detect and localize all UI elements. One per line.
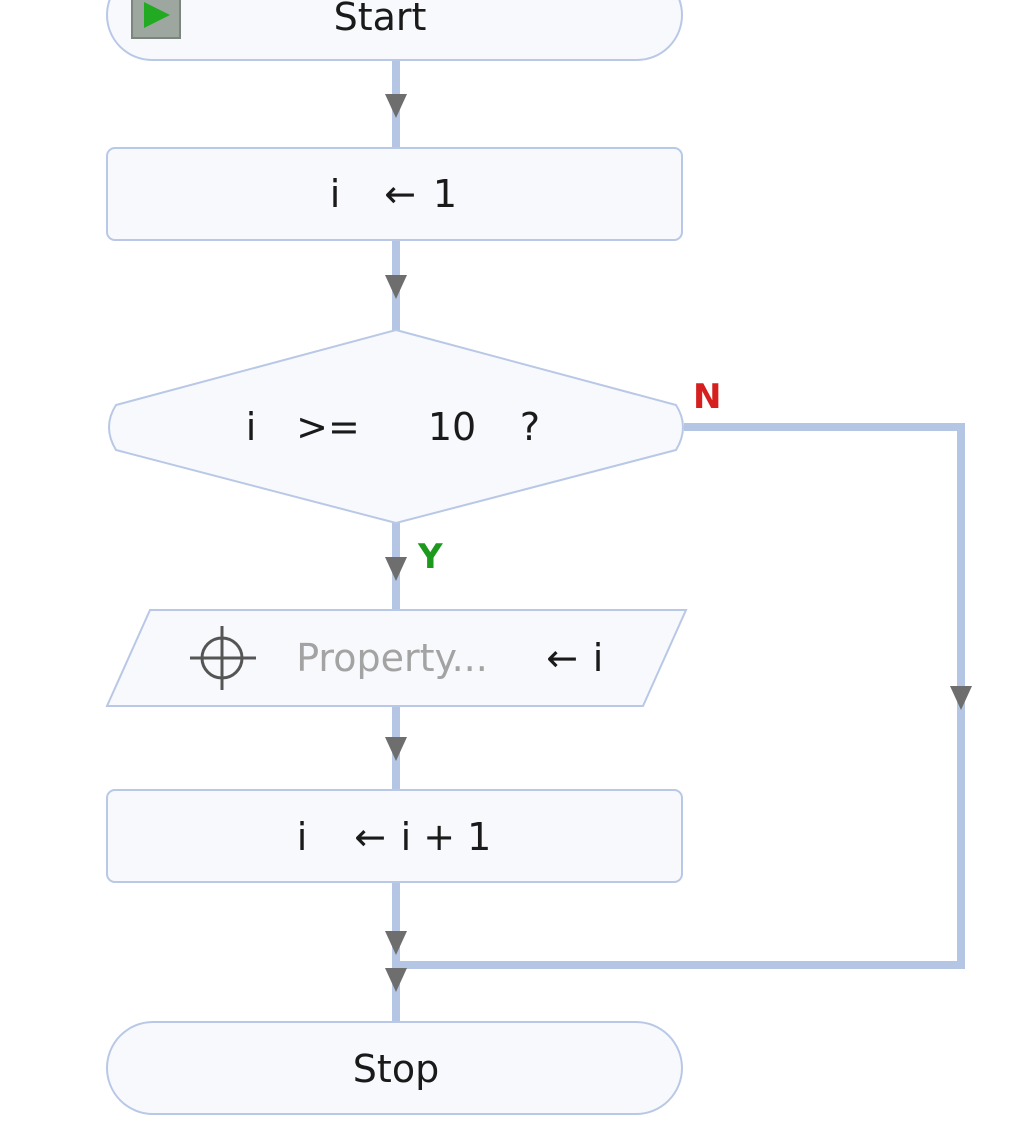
arrowhead-5 — [385, 931, 407, 955]
decision-shape — [108, 328, 684, 525]
branch-label-no: N — [693, 377, 721, 417]
increment-var: i — [297, 815, 308, 859]
node-stop[interactable]: Stop — [106, 1021, 683, 1115]
arrowhead-3 — [385, 557, 407, 581]
arrowhead-1 — [385, 94, 407, 118]
start-shape — [106, 0, 683, 61]
increment-expr: i + 1 — [401, 815, 492, 859]
node-start[interactable]: Start — [106, 0, 683, 61]
assign-init-shape — [106, 147, 683, 241]
increment-shape — [106, 789, 683, 883]
node-output[interactable]: Property... ← i — [105, 609, 688, 707]
branch-label-yes: Y — [417, 537, 443, 577]
assign-init-op: ← — [384, 172, 416, 216]
output-op: ← — [546, 636, 578, 680]
output-target: Property... — [296, 636, 488, 680]
decision-op: >= — [296, 405, 360, 449]
arrowhead-4 — [385, 737, 407, 761]
output-expr: i — [593, 636, 604, 680]
start-label: Start — [334, 0, 427, 39]
increment-op: ← — [354, 815, 386, 859]
play-icon — [131, 0, 181, 39]
crosshair-icon — [190, 626, 256, 690]
arrowheads — [385, 94, 972, 992]
node-increment[interactable]: i ← i + 1 — [106, 789, 683, 883]
decision-suffix: ? — [520, 405, 540, 449]
node-assign-init[interactable]: i ← 1 — [106, 147, 683, 241]
node-decision[interactable]: i >= 10 ? — [108, 328, 684, 525]
decision-value: 10 — [428, 405, 476, 449]
arrowhead-6 — [385, 968, 407, 992]
arrowhead-2 — [385, 275, 407, 299]
arrowhead-loop — [950, 686, 972, 710]
assign-init-expr: 1 — [433, 172, 457, 216]
stop-shape — [106, 1021, 683, 1115]
assign-init-var: i — [330, 172, 341, 216]
stop-label: Stop — [353, 1047, 439, 1091]
output-shape — [105, 609, 688, 707]
decision-var: i — [246, 405, 257, 449]
